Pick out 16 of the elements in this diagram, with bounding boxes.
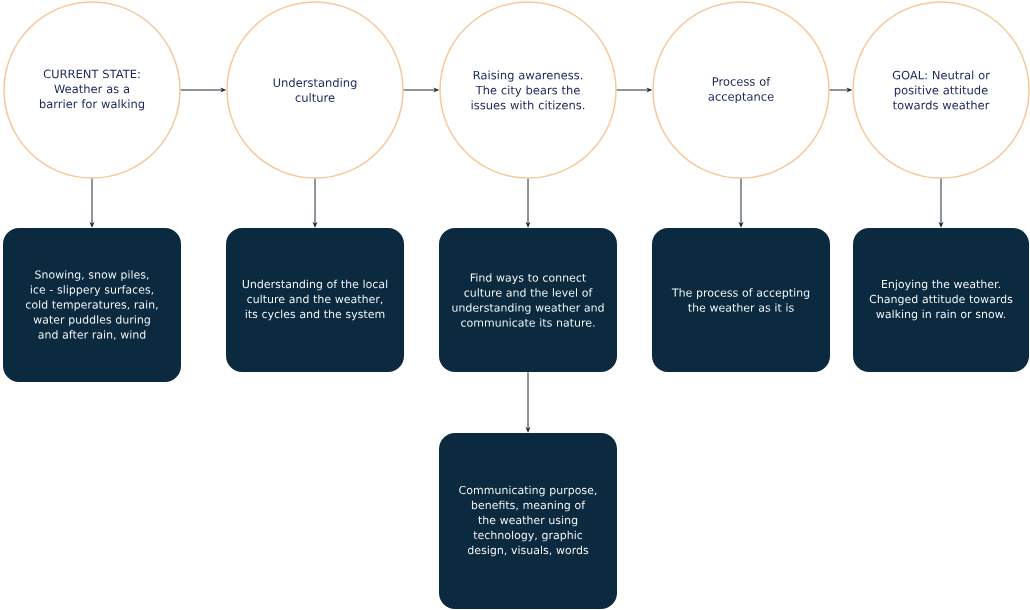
arrow — [526, 178, 530, 227]
arrow — [829, 88, 852, 92]
description-box: Snowing, snow piles, ice - slippery surfaces, cold temperatures, rain, water puddles during and after rain, wind — [3, 228, 181, 382]
arrow — [739, 178, 743, 227]
arrow — [616, 88, 652, 92]
arrow — [180, 88, 226, 92]
description-box: Enjoying the weather. Changed attitude towards walking in rain or snow. — [853, 228, 1029, 372]
arrow — [939, 178, 943, 227]
arrow — [313, 178, 317, 227]
description-box: The process of accepting the weather as it is — [652, 228, 830, 372]
arrow — [403, 88, 439, 92]
description-box: Find ways to connect culture and the level of understanding weather and communicate its nature. — [439, 228, 617, 372]
description-box: Understanding of the local culture and the weather, its cycles and the system — [226, 228, 404, 372]
description-box: Communicating purpose, benefits, meaning of the weather using technology, graphic design, visuals, words — [439, 433, 617, 609]
arrow — [526, 371, 530, 432]
arrow — [90, 178, 94, 227]
